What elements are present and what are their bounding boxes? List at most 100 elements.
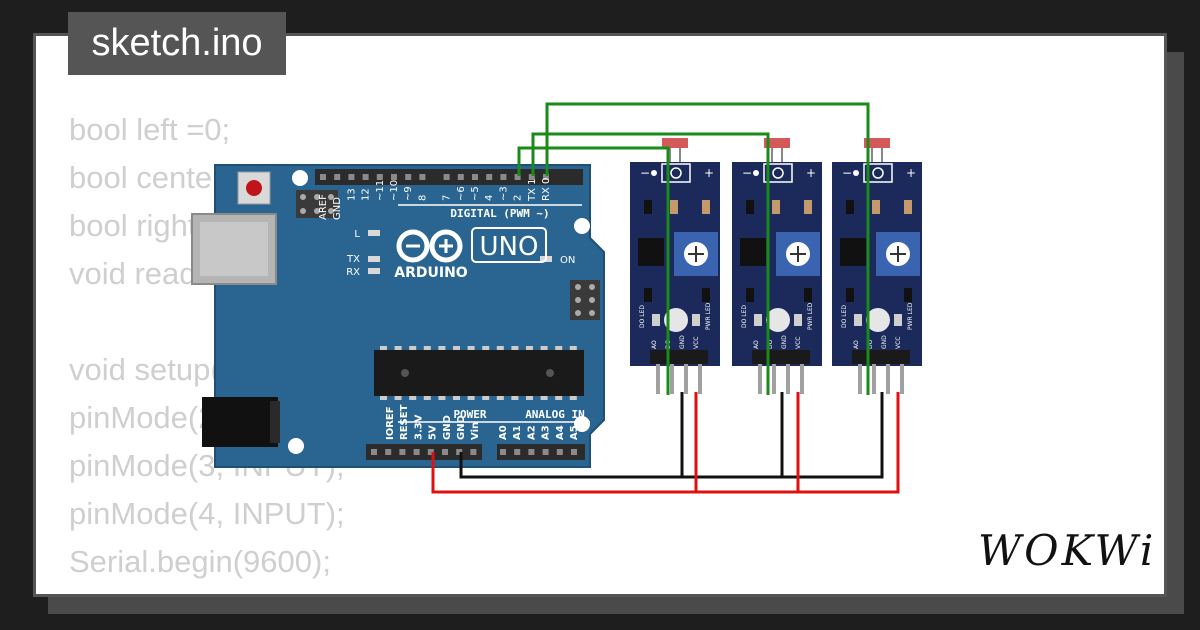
filename-tab[interactable]: sketch.ino — [68, 12, 286, 75]
mount-hole — [574, 218, 590, 234]
sensor-pin[interactable] — [758, 364, 762, 394]
power-pin[interactable] — [385, 449, 392, 455]
digital-pin[interactable] — [486, 174, 493, 180]
smd-component — [804, 288, 812, 302]
arduino-infinity-icon — [396, 229, 463, 263]
wokwi-logo[interactable]: WOKWi — [978, 526, 1157, 575]
sensor-pin[interactable] — [858, 364, 862, 394]
power-pin[interactable] — [442, 449, 448, 455]
sensor-pin-label: GND — [881, 335, 888, 349]
digital-pin[interactable] — [443, 174, 450, 180]
wire-signal-2[interactable] — [531, 132, 770, 395]
sensor-pin[interactable] — [772, 364, 776, 394]
digital-pin[interactable] — [457, 174, 464, 180]
analog-pin-label: A4 — [555, 425, 566, 440]
chip-pin — [394, 396, 402, 400]
emitter-pad — [661, 163, 691, 183]
digital-pin[interactable] — [348, 174, 355, 180]
do-led — [754, 314, 762, 326]
chip-dot — [546, 369, 554, 377]
power-pin[interactable] — [470, 449, 477, 455]
wire-signal-1[interactable] — [517, 146, 670, 395]
analog-pin[interactable] — [556, 449, 563, 455]
sensor-pin[interactable] — [670, 364, 674, 394]
digital-pin[interactable] — [514, 174, 521, 180]
sensor-pin[interactable] — [656, 364, 660, 394]
digital-pin[interactable] — [543, 174, 549, 180]
sensor-header — [852, 350, 910, 364]
ir-receiver — [866, 308, 890, 332]
comparator-chip — [840, 238, 866, 266]
digital-pin[interactable] — [376, 174, 383, 180]
smd-resistor — [804, 200, 812, 214]
sensor-pin[interactable] — [900, 364, 904, 394]
analog-pin[interactable] — [514, 449, 521, 455]
emitter-pad — [863, 163, 893, 183]
analog-pin-label: A5 — [569, 425, 580, 440]
digital-pin[interactable] — [362, 174, 369, 180]
digital-pin-label: AREF — [318, 194, 329, 220]
smd-component — [904, 288, 912, 302]
digital-pin-label: 7 — [442, 195, 453, 201]
analog-pin[interactable] — [528, 449, 535, 455]
power-pin[interactable] — [456, 449, 463, 455]
sensor-pin[interactable] — [786, 364, 790, 394]
chip-pin — [496, 346, 504, 350]
digital-pin-label: ~6 — [456, 186, 467, 201]
analog-pin[interactable] — [500, 449, 506, 455]
sensor-pin-label: VCC — [895, 337, 902, 349]
pad-dot — [853, 170, 859, 176]
emitter-pad — [763, 163, 793, 183]
chip-pin — [511, 396, 519, 400]
digital-pin[interactable] — [528, 174, 535, 180]
sensor-pin[interactable] — [684, 364, 688, 394]
sensor-pin-label: VCC — [795, 337, 802, 349]
power-pin[interactable] — [371, 449, 377, 455]
wire-ground[interactable] — [459, 392, 684, 479]
analog-header-label: ANALOG IN — [525, 408, 585, 421]
pwr-led-label: PWR LED — [807, 302, 814, 330]
analog-header — [497, 444, 585, 460]
power-pin[interactable] — [413, 449, 420, 455]
code-line: pinMode(4, INPUT); — [69, 496, 345, 531]
sensor-pin-label: DO — [767, 339, 774, 349]
chip-pin — [540, 396, 548, 400]
digital-pin[interactable] — [391, 174, 397, 180]
digital-pin[interactable] — [472, 174, 478, 180]
wire-vcc[interactable] — [431, 392, 698, 494]
chip-pin — [423, 346, 431, 350]
chip-pin — [467, 346, 475, 350]
sensor-pin[interactable] — [800, 364, 804, 394]
board-model: UNO — [480, 232, 539, 262]
power-pin[interactable] — [427, 449, 434, 455]
digital-pin[interactable] — [500, 174, 507, 180]
ir-led — [662, 138, 688, 148]
digital-pin[interactable] — [334, 174, 341, 180]
board-brand: ARDUINO — [394, 265, 468, 281]
wire-ground-3[interactable] — [782, 392, 884, 479]
chip-pin — [526, 346, 533, 350]
chip-pin — [467, 396, 475, 400]
smd-resistor — [702, 200, 710, 214]
ir-led — [764, 138, 790, 148]
analog-pin[interactable] — [571, 449, 577, 455]
power-pin[interactable] — [399, 449, 406, 455]
power-pin-label: RESET — [399, 404, 410, 440]
digital-pin[interactable] — [320, 174, 326, 180]
pwr-led-label: PWR LED — [907, 302, 914, 330]
minus-sign: − — [640, 166, 650, 180]
sensor-pin[interactable] — [872, 364, 876, 394]
digital-pin[interactable] — [405, 174, 412, 180]
do-led-label: DO LED — [741, 305, 748, 328]
analog-pin[interactable] — [542, 449, 549, 455]
sensor-pin[interactable] — [886, 364, 890, 394]
wire-vcc-3[interactable] — [798, 392, 900, 494]
sensor-pin[interactable] — [698, 364, 702, 394]
digital-pin[interactable] — [419, 174, 426, 180]
wire-signal-3[interactable] — [545, 102, 870, 395]
